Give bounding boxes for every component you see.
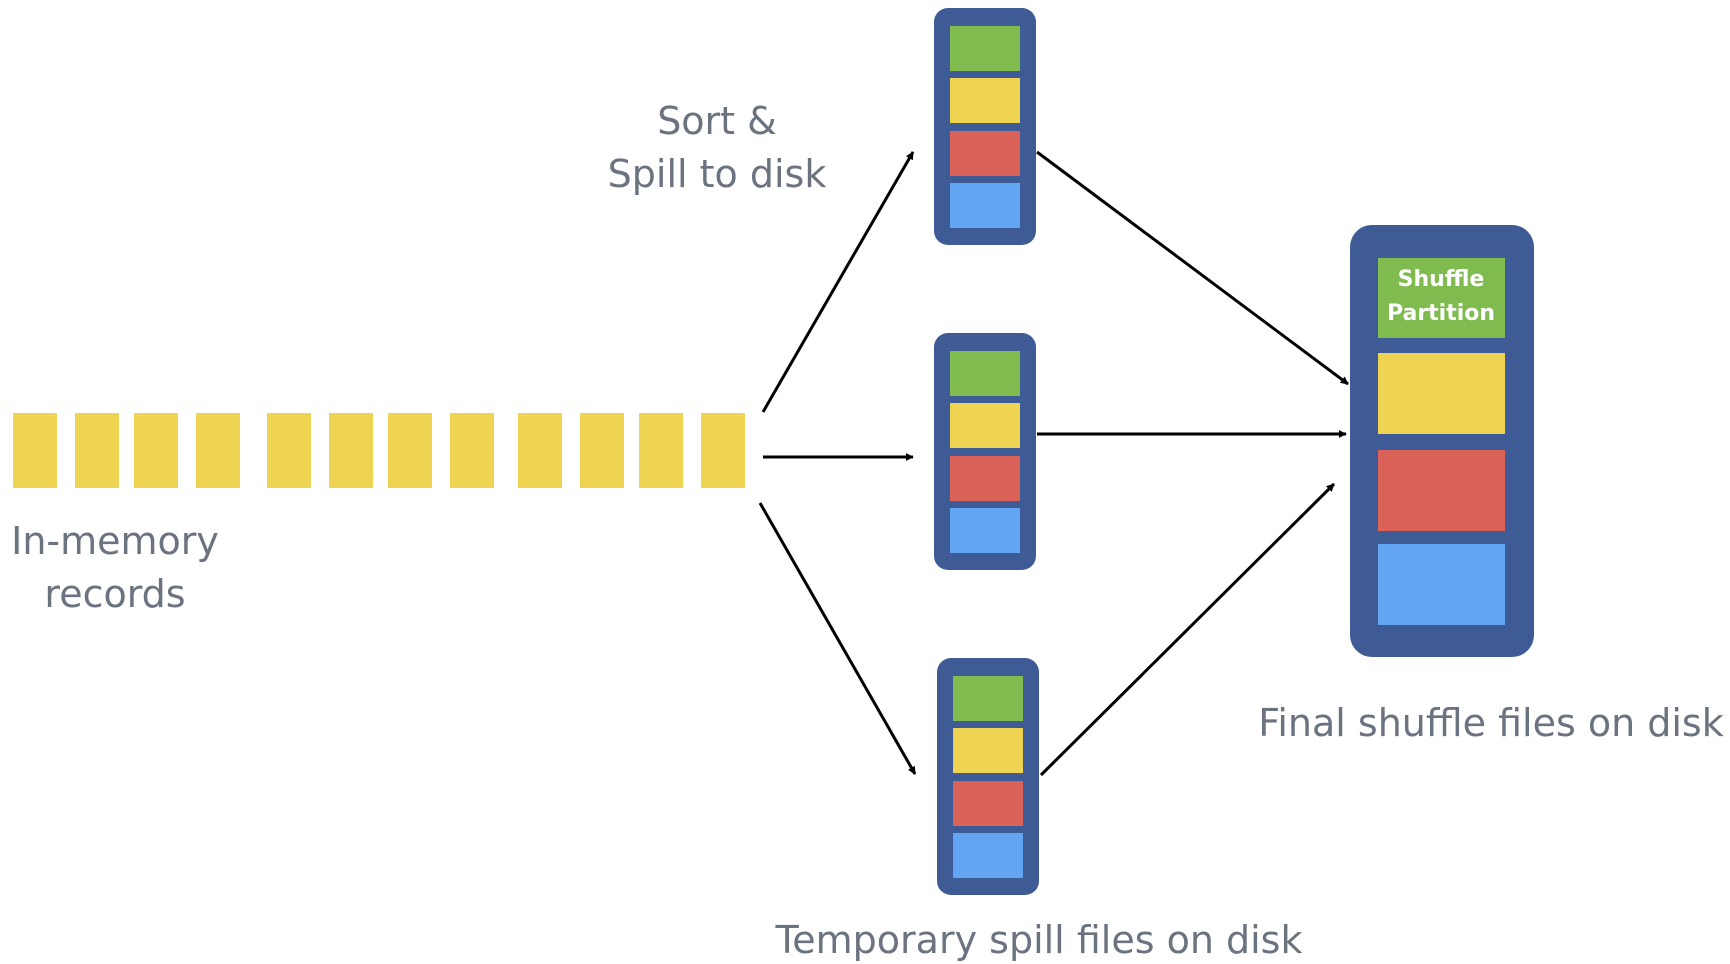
- shuffle-partition-segment: [1378, 258, 1505, 338]
- shuffle-partition-label-line1: Shuffle: [1398, 267, 1485, 292]
- in-memory-records: [13, 413, 745, 488]
- shuffle-partition-label-line2: Partition: [1387, 301, 1495, 326]
- sort-spill-label-line2: Spill to disk: [608, 152, 827, 196]
- arrow-merge-1: [1036, 150, 1349, 386]
- final-shuffle-file: Shuffle Partition: [1350, 225, 1534, 657]
- record-block: [388, 413, 432, 488]
- temporary-spill-label: Temporary spill files on disk: [775, 918, 1303, 962]
- record-block: [267, 413, 311, 488]
- record-block: [518, 413, 562, 488]
- arrow-merge-3: [1039, 482, 1336, 777]
- record-block: [580, 413, 624, 488]
- record-block: [450, 413, 494, 488]
- segment-green: [950, 351, 1020, 396]
- segment-red: [953, 781, 1023, 826]
- spill-file-1: [934, 8, 1036, 245]
- spill-file-3: [937, 658, 1039, 895]
- segment-red: [950, 131, 1020, 176]
- segment-yellow: [1378, 353, 1505, 434]
- record-block: [75, 413, 119, 488]
- sort-spill-label-line1: Sort &: [657, 99, 777, 143]
- record-block: [196, 413, 240, 488]
- in-memory-label-line1: In-memory: [11, 519, 219, 563]
- merge-arrows: [1036, 150, 1349, 777]
- record-block: [13, 413, 57, 488]
- segment-yellow: [950, 78, 1020, 123]
- record-block: [639, 413, 683, 488]
- segment-green: [950, 26, 1020, 71]
- segment-blue: [953, 833, 1023, 878]
- segment-yellow: [953, 728, 1023, 773]
- spill-arrows: [758, 151, 917, 775]
- arrow-to-spill-1: [761, 151, 915, 413]
- segment-blue: [1378, 544, 1505, 625]
- segment-blue: [950, 183, 1020, 228]
- segment-blue: [950, 508, 1020, 553]
- record-block: [701, 413, 745, 488]
- final-shuffle-label: Final shuffle files on disk: [1258, 701, 1723, 745]
- spill-file-2: [934, 333, 1036, 570]
- segment-green: [953, 676, 1023, 721]
- in-memory-label-line2: records: [44, 572, 185, 616]
- record-block: [134, 413, 178, 488]
- segment-yellow: [950, 403, 1020, 448]
- segment-red: [950, 456, 1020, 501]
- arrow-to-spill-3: [758, 502, 917, 775]
- record-block: [329, 413, 373, 488]
- segment-red: [1378, 450, 1505, 531]
